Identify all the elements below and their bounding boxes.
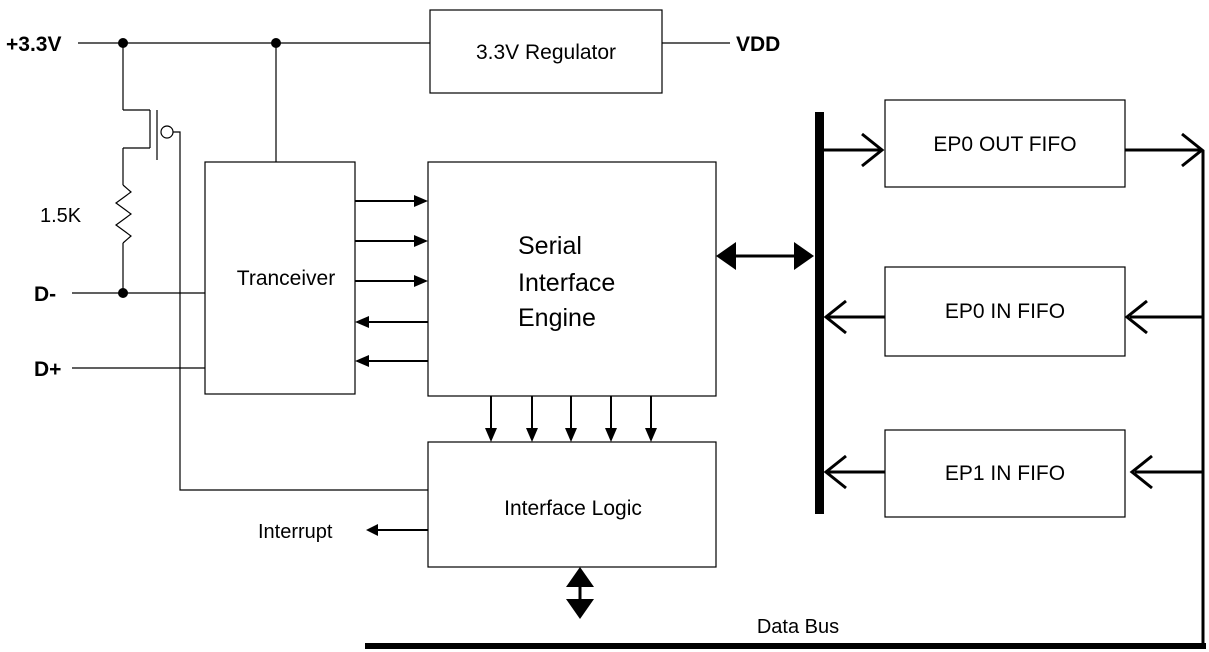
sie-block xyxy=(427,161,717,397)
dminus-label: D- xyxy=(34,283,56,306)
interrupt-arrowhead xyxy=(366,524,378,536)
interrupt-label: Interrupt xyxy=(258,521,333,543)
data-bus-label: Data Bus xyxy=(757,616,839,638)
ep1-in-fifo-block xyxy=(884,429,1126,518)
switch-control-wire xyxy=(173,131,430,491)
arrowhead-1 xyxy=(414,195,428,207)
resistor-icon xyxy=(114,184,133,244)
vdd-label: VDD xyxy=(736,33,780,56)
ep0-out-fifo-label: EP0 OUT FIFO xyxy=(933,133,1076,156)
ep0-in-fifo-block xyxy=(884,266,1126,357)
rail-to-ep1in-arrowhead xyxy=(1129,454,1153,490)
arrowhead-4 xyxy=(355,316,369,328)
bus-to-ep0out-arrowhead xyxy=(861,132,885,168)
ep1in-to-bus-arrowhead xyxy=(823,454,847,490)
ep0-out-fifo-block xyxy=(884,99,1126,188)
rail-to-ep0in-arrowhead xyxy=(1124,299,1148,335)
junction-dot-dminus xyxy=(118,288,128,298)
sie-label-line1: Serial xyxy=(518,232,582,260)
transceiver-block xyxy=(204,161,356,395)
interface-logic-block xyxy=(427,441,717,568)
resistor-label: 1.5K xyxy=(40,205,82,227)
sie-bus-arrowhead-left xyxy=(716,242,736,270)
ep0in-to-bus-arrowhead xyxy=(823,299,847,335)
transceiver-label: Tranceiver xyxy=(237,267,335,290)
vcc-label: +3.3V xyxy=(6,33,61,56)
dplus-label: D+ xyxy=(34,358,61,381)
sie-label-line2: Interface xyxy=(518,269,615,297)
regulator-label: 3.3V Regulator xyxy=(476,41,616,64)
arrowhead-5 xyxy=(355,355,369,367)
ep1-in-fifo-label: EP1 IN FIFO xyxy=(945,462,1065,485)
arrowhead-2 xyxy=(414,235,428,247)
logic-bus-arrowhead-down xyxy=(566,599,594,619)
regulator-block xyxy=(429,9,663,94)
ep0-in-fifo-label: EP0 IN FIFO xyxy=(945,300,1065,323)
arrowhead-3 xyxy=(414,275,428,287)
sie-to-logic-arrows xyxy=(485,396,657,442)
data-bus-bar xyxy=(365,643,1206,649)
internal-bus-bar xyxy=(815,112,824,514)
sie-label-line3: Engine xyxy=(518,304,596,332)
switch-gate-bubble xyxy=(160,125,174,139)
logic-bus-arrowhead-up xyxy=(566,567,594,587)
interface-logic-label: Interface Logic xyxy=(504,497,642,520)
sie-bus-arrowhead-right xyxy=(794,242,814,270)
